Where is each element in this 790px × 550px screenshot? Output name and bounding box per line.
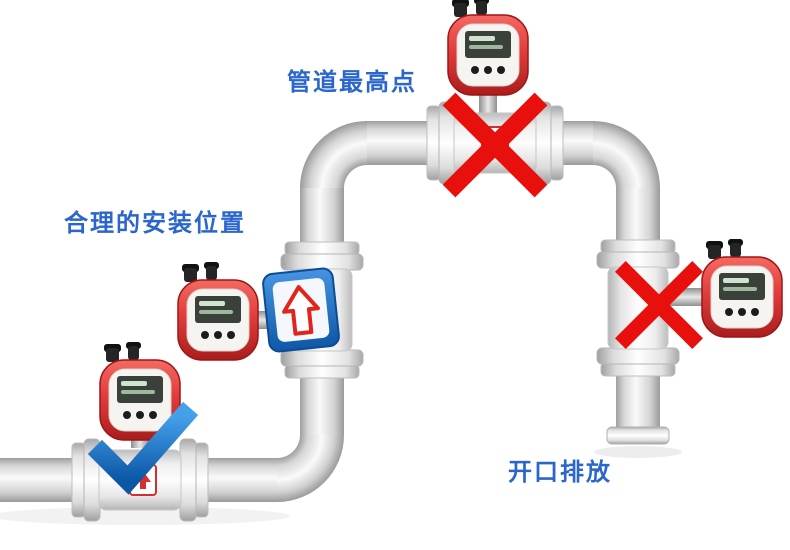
flowmeter-bottom-horizontal (71, 341, 209, 522)
label-proper-installation-position: 合理的安装位置 (64, 210, 246, 237)
open-discharge-flange (606, 426, 670, 445)
label-pipeline-highest-point: 管道最高点 (287, 69, 417, 96)
elbow-top-left (300, 121, 367, 188)
elbow-top-right (593, 121, 660, 188)
flow-direction-arrow-icon (262, 267, 340, 353)
flowmeter-top (426, 0, 564, 185)
elbow-bottom-left (277, 435, 344, 502)
correct-check-icon (87, 401, 199, 495)
flowmeter-right-vertical (596, 238, 783, 377)
label-open-discharge: 开口排放 (508, 459, 612, 486)
